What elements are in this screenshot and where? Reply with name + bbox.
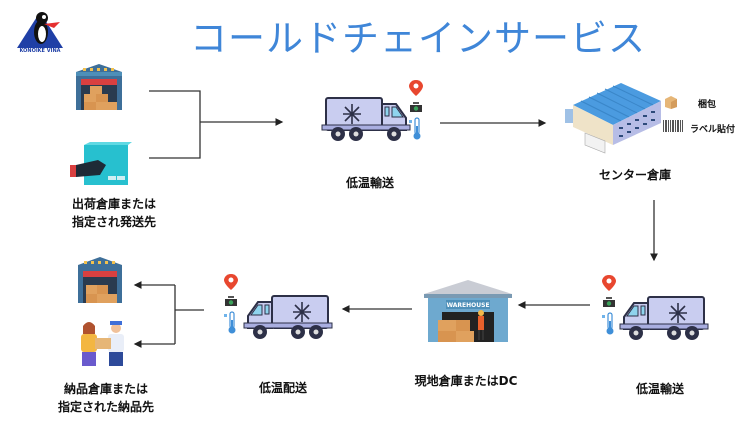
origin-label: 出荷倉庫または 指定され発送先 bbox=[72, 195, 157, 231]
cardboard-box-icon bbox=[665, 96, 677, 109]
location-pin-icon bbox=[224, 274, 238, 290]
destination-label-line1: 納品倉庫または bbox=[63, 382, 148, 396]
distribution-center-icon bbox=[565, 83, 661, 154]
destination-label: 納品倉庫または 指定された納品先 bbox=[56, 380, 156, 416]
destination-warehouse-icon bbox=[78, 257, 122, 303]
local-warehouse-icon: WAREHOUSE bbox=[424, 280, 512, 342]
destination-label-line2: 指定された納品先 bbox=[57, 400, 154, 414]
company-logo: KONOIKE VINA bbox=[14, 6, 66, 54]
thermometer-icon bbox=[409, 117, 421, 140]
tracking-sensors-icon bbox=[602, 275, 616, 335]
local-dc-label: 現地倉庫またはDC bbox=[414, 374, 518, 388]
barcode-icon bbox=[663, 120, 683, 132]
transport1-node bbox=[321, 80, 432, 141]
gps-tracker-icon bbox=[225, 296, 237, 306]
page-title: コールドチェインサービス bbox=[190, 17, 646, 60]
tracking-sensors-icon bbox=[224, 274, 238, 334]
penguin-logo-icon bbox=[17, 12, 63, 48]
service-packing: 梱包 bbox=[698, 100, 717, 110]
gps-tracker-icon bbox=[603, 297, 615, 307]
refrigerated-truck-icon bbox=[243, 295, 333, 339]
delivery-label: 低温配送 bbox=[258, 381, 307, 395]
transport2-label: 低温輸送 bbox=[635, 382, 684, 396]
package-handover-icon bbox=[70, 142, 132, 185]
delivery-split-connector bbox=[133, 281, 204, 348]
thermometer-icon bbox=[602, 312, 614, 335]
refrigerated-truck-icon bbox=[619, 296, 709, 340]
delivery-handover-people-icon bbox=[81, 321, 124, 366]
service-labeling: ラベル貼付 bbox=[690, 125, 736, 135]
location-pin-icon bbox=[409, 80, 423, 96]
warehouse-sign: WAREHOUSE bbox=[446, 302, 489, 309]
location-pin-icon bbox=[602, 275, 616, 291]
origin-label-line1: 出荷倉庫または bbox=[72, 197, 157, 211]
tracking-sensors-icon bbox=[409, 80, 423, 140]
gps-tracker-icon bbox=[410, 102, 422, 112]
logo-text: KONOIKE VINA bbox=[19, 48, 61, 54]
warehouse-icon bbox=[76, 64, 122, 110]
origin-label-line2: 指定され発送先 bbox=[72, 215, 157, 229]
transport1-label: 低温輸送 bbox=[345, 176, 394, 190]
origin-merge-connector bbox=[149, 90, 284, 159]
refrigerated-truck-icon bbox=[321, 97, 411, 141]
delivery-node bbox=[224, 274, 334, 339]
transport2-node bbox=[602, 275, 712, 340]
thermometer-icon bbox=[224, 311, 236, 334]
center-label: センター倉庫 bbox=[598, 168, 671, 182]
